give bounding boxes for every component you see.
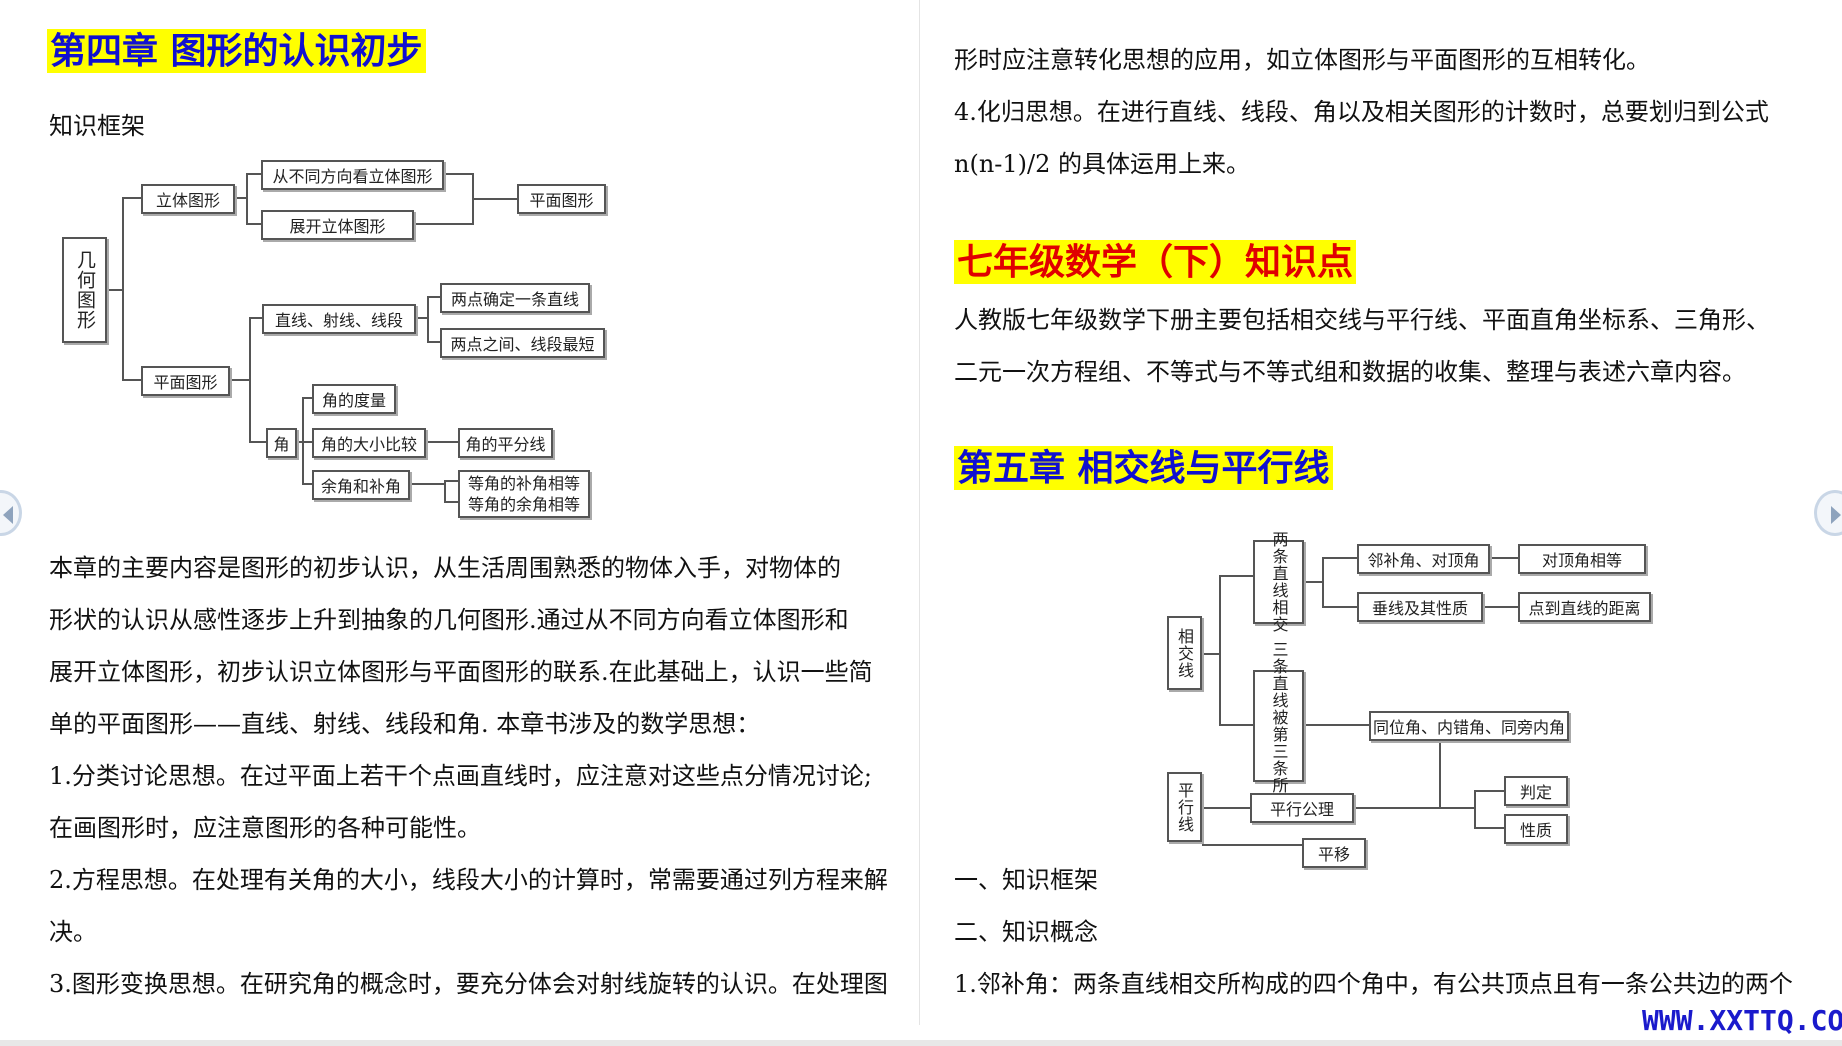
right-top-line-1: 形时应注意转化思想的应用，如立体图形与平面图形的互相转化。 [954, 46, 1650, 74]
parallel-lines-box: 平行线 [1167, 772, 1202, 842]
framework-label: 知识框架 [49, 112, 145, 140]
body-line-3: 展开立体图形，初步认识立体图形与平面图形的联系.在此基础上，认识一些简 [49, 658, 873, 686]
chapter4-diagram: 几何图形 立体图形 平面图形 从不同方向看立体图形 展开立体图形 平面图形 直线… [0, 0, 920, 530]
vertical-angles-equal-box: 对顶角相等 [1518, 544, 1646, 574]
body-line-2: 形状的认识从感性逐步上升到抽象的几何图形.通过从不同方向看立体图形和 [49, 606, 849, 634]
angle-box: 角 [266, 428, 297, 458]
left-page: 第四章 图形的认识初步 知识框架 几何图形 立体图形 [0, 0, 920, 1040]
bottom-scroll-bar [0, 1040, 1842, 1046]
intro-line-2: 二元一次方程组、不等式与不等式组和数据的收集、整理与表述六章内容。 [954, 358, 1746, 386]
shortest-segment-box: 两点之间、线段最短 [440, 328, 605, 358]
body-line-4: 单的平面图形——直线、射线、线段和角. 本章书涉及的数学思想： [49, 710, 761, 738]
two-lines-intersect-box: 两条直线相交 [1253, 531, 1304, 633]
plane-figure-box: 平面图形 [141, 366, 230, 396]
body-line-9: 3.图形变换思想。在研究角的概念时，要充分体会对射线旋转的认识。在处理图 [49, 970, 888, 998]
right-top-line-2: 4.化归思想。在进行直线、线段、角以及相关图形的计数时，总要划归到公式 [954, 98, 1769, 126]
comp-supp-angle-box: 余角和补角 [312, 470, 410, 500]
corresponding-angles-box: 同位角、内错角、同旁内角 [1369, 711, 1569, 741]
section-1-label: 一、知识框架 [954, 866, 1098, 894]
two-points-line-box: 两点确定一条直线 [440, 283, 590, 313]
body-line-6: 在画图形时，应注意图形的各种可能性。 [49, 814, 481, 842]
body-line-5: 1.分类讨论思想。在过平面上若干个点画直线时，应注意对这些点分情况讨论; [49, 762, 872, 790]
judgement-box: 判定 [1504, 776, 1568, 806]
unfold-solid-box: 展开立体图形 [261, 210, 414, 240]
point-line-distance-box: 点到直线的距离 [1518, 592, 1651, 622]
page-divider [919, 0, 920, 1025]
definition-1-line: 1.邻补角：两条直线相交所构成的四个角中，有公共顶点且有一条公共边的两个 [954, 970, 1793, 998]
site-watermark: WWW.XXTTQ.COM [1642, 1004, 1842, 1037]
angle-bisector-box: 角的平分线 [458, 428, 553, 458]
view-solid-box: 从不同方向看立体图形 [261, 160, 444, 190]
angle-measure-box: 角的度量 [312, 384, 396, 414]
adjacent-vertical-angle-box: 邻补角、对顶角 [1357, 544, 1490, 574]
right-top-line-3: n(n-1)/2 的具体运用上来。 [954, 150, 1251, 178]
angle-compare-box: 角的大小比较 [312, 428, 426, 458]
property-box: 性质 [1504, 814, 1568, 844]
grade7-title: 七年级数学（下）知识点 [954, 240, 1357, 284]
right-page: 形时应注意转化思想的应用，如立体图形与平面图形的互相转化。 4.化归思想。在进行… [920, 0, 1842, 1040]
section-2-label: 二、知识概念 [954, 918, 1098, 946]
body-line-1: 本章的主要内容是图形的初步认识，从生活周围熟悉的物体入手，对物体的 [49, 554, 841, 582]
solid-figure-box: 立体图形 [141, 184, 235, 214]
parallel-axiom-box: 平行公理 [1250, 793, 1354, 823]
chapter5-diagram: 相交线 两条直线相交 三条直线被第三条所截 平行线 邻补角、对顶角 对顶角相等 … [920, 0, 1842, 900]
chapter5-title: 第五章 相交线与平行线 [954, 446, 1333, 490]
equal-supp-text: 等角的补角相等 [467, 474, 580, 493]
body-line-7: 2.方程思想。在处理有关角的大小，线段大小的计算时，常需要通过列方程来解 [49, 866, 888, 894]
next-page-arrow-icon[interactable] [1814, 490, 1842, 536]
chapter4-title: 第四章 图形的认识初步 [47, 29, 426, 73]
line-ray-segment-box: 直线、射线、线段 [262, 304, 416, 334]
chapter4-diagram-lines [107, 173, 517, 503]
intersect-lines-box: 相交线 [1167, 616, 1202, 690]
plane-result-box: 平面图形 [517, 184, 606, 214]
geometry-root-box: 几何图形 [62, 237, 107, 343]
three-lines-cut-box: 三条直线被第三条所截 [1253, 641, 1304, 811]
equal-angles-box: 等角的补角相等 等角的余角相等 [458, 470, 590, 518]
chapter5-diagram-lines [1202, 557, 1518, 846]
translation-box: 平移 [1302, 838, 1366, 868]
perpendicular-box: 垂线及其性质 [1357, 592, 1483, 622]
intro-line-1: 人教版七年级数学下册主要包括相交线与平行线、平面直角坐标系、三角形、 [954, 306, 1770, 334]
body-line-8: 决。 [49, 918, 97, 946]
equal-comp-text: 等角的余角相等 [467, 495, 580, 514]
